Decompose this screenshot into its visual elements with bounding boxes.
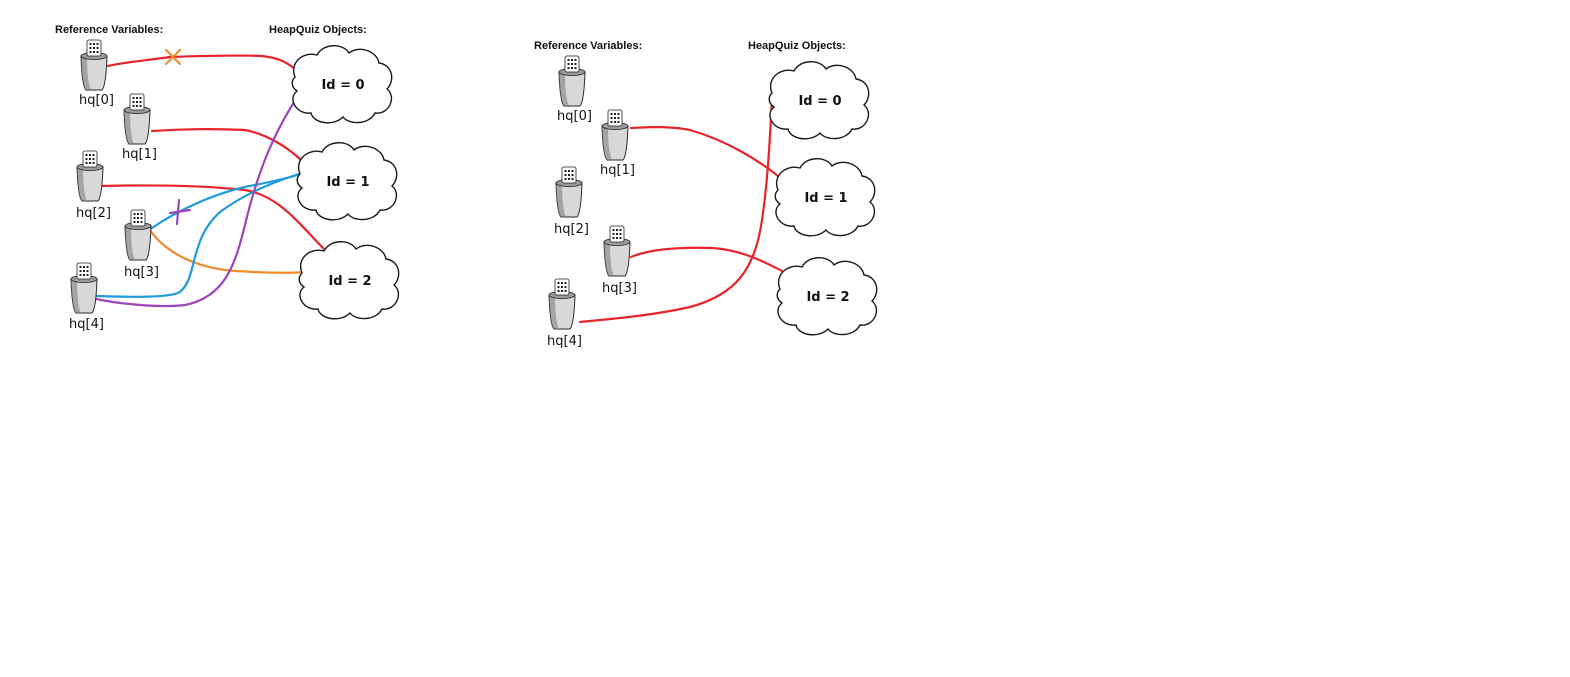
left-var-label-hq3: hq[3] <box>124 265 159 280</box>
left-var-label-hq4: hq[4] <box>69 317 104 332</box>
remote-icon <box>555 166 583 218</box>
left-var-label-hq0: hq[0] <box>79 93 114 108</box>
right-object-id1: Id = 1 <box>774 158 876 237</box>
right-object-label-id1: Id = 1 <box>804 191 847 206</box>
remote-icon <box>76 150 104 202</box>
right-object-id0: Id = 0 <box>768 61 870 140</box>
remote-icon <box>548 278 576 330</box>
left-var-hq4: hq[4] <box>69 262 104 332</box>
remote-icon <box>558 55 586 107</box>
left-var-label-hq2: hq[2] <box>76 206 111 221</box>
right-panel: Reference Variables: HeapQuiz Objects: h… <box>534 40 878 349</box>
left-var-hq2: hq[2] <box>76 150 111 221</box>
left-ref-hq3-to-id2 <box>148 228 308 274</box>
right-heapquiz-objects-header: HeapQuiz Objects: <box>748 40 846 52</box>
left-object-label-id1: Id = 1 <box>326 175 369 190</box>
left-var-label-hq1: hq[1] <box>122 147 157 162</box>
right-var-label-hq4: hq[4] <box>547 334 582 349</box>
left-ref-hq4-to-id0 <box>94 91 302 308</box>
left-heapquiz-objects-header: HeapQuiz Objects: <box>269 24 367 36</box>
remote-icon <box>124 209 152 261</box>
left-cross-mark-hq0 <box>164 48 182 66</box>
left-reference-lines <box>94 48 327 308</box>
right-var-hq1: hq[1] <box>600 109 635 178</box>
right-var-hq0: hq[0] <box>557 55 592 124</box>
left-object-id2: Id = 2 <box>298 241 400 320</box>
remote-icon <box>601 109 629 161</box>
right-ref-hq4-to-id0 <box>578 98 774 324</box>
right-ref-hq3-to-id2 <box>629 246 792 277</box>
left-object-label-id2: Id = 2 <box>328 274 371 289</box>
left-var-hq3: hq[3] <box>124 209 159 280</box>
left-object-id0: Id = 0 <box>291 45 393 124</box>
right-var-label-hq2: hq[2] <box>554 222 589 237</box>
right-reference-lines <box>578 98 792 324</box>
left-ref-hq2-to-id2 <box>98 184 327 252</box>
left-var-hq1: hq[1] <box>122 93 157 162</box>
left-cross-mark-hq3 <box>168 198 192 226</box>
left-var-hq0: hq[0] <box>79 39 114 108</box>
left-ref-hq0-to-id0 <box>106 54 298 72</box>
right-var-hq2: hq[2] <box>554 166 589 237</box>
right-object-label-id0: Id = 0 <box>798 94 841 109</box>
left-object-id1: Id = 1 <box>296 142 398 221</box>
right-ref-hq1-to-id1 <box>629 126 787 184</box>
right-var-label-hq1: hq[1] <box>600 163 635 178</box>
left-object-label-id0: Id = 0 <box>321 78 364 93</box>
left-ref-hq4-to-id1 <box>94 170 307 298</box>
remote-icon <box>80 39 108 91</box>
right-var-hq3: hq[3] <box>602 225 637 296</box>
right-object-id2: Id = 2 <box>776 257 878 336</box>
left-ref-hq1-to-id1 <box>150 128 308 167</box>
remote-icon <box>603 225 631 277</box>
remote-icon <box>70 262 98 314</box>
remote-icon <box>123 93 151 145</box>
right-object-label-id2: Id = 2 <box>806 290 849 305</box>
right-var-label-hq0: hq[0] <box>557 109 592 124</box>
right-reference-variables-header: Reference Variables: <box>534 40 642 52</box>
right-var-hq4: hq[4] <box>547 278 582 349</box>
right-var-label-hq3: hq[3] <box>602 281 637 296</box>
left-reference-variables-header: Reference Variables: <box>55 24 163 36</box>
left-panel: Reference Variables: HeapQuiz Objects: <box>55 24 400 332</box>
